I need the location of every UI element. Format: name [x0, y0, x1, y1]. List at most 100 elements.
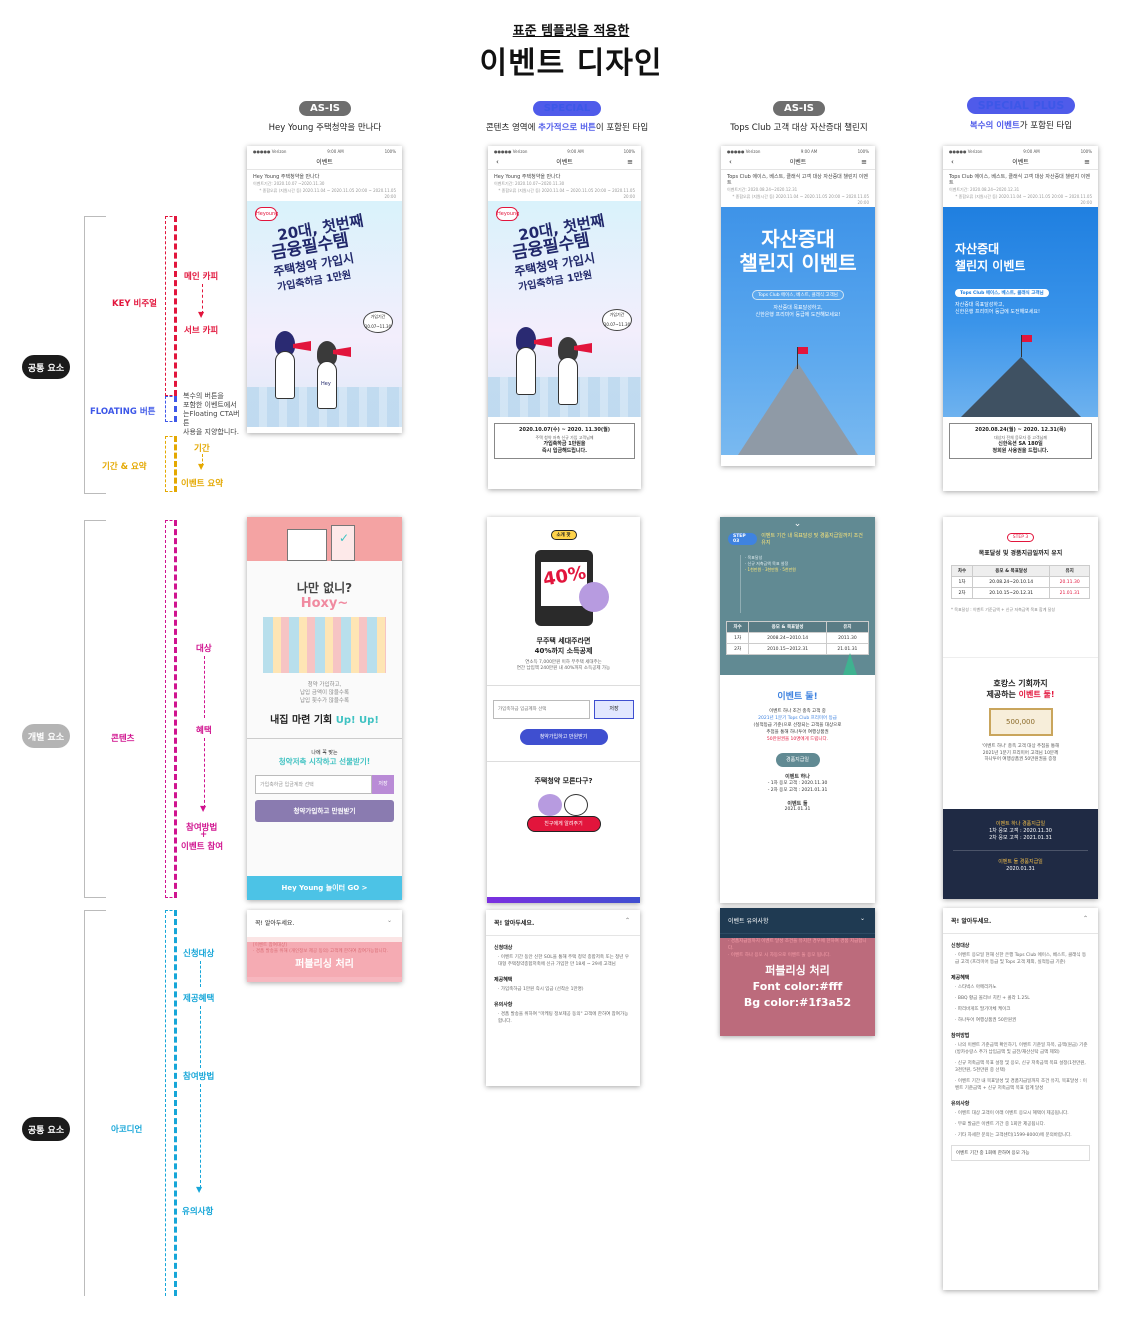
event-note: * 종합오류 (지원시간 등) 2020.11.04 ~ 2020.11.05 … — [259, 188, 396, 199]
accordion-text: · 이벤트 응모일 현재 신한 은행 Tops Club 에이스, 베스트, 클… — [955, 953, 1087, 965]
event-summary-box: 2020.08.24(월) ~ 2020. 12.31(목) 대상자 전체 응모… — [949, 423, 1092, 459]
column-description: 복수의 이벤트가 포함된 타입 — [969, 121, 1073, 131]
chevron-down-icon[interactable]: ⌄ — [859, 915, 865, 922]
menu-icon[interactable]: ≡ — [861, 158, 867, 166]
chevron-up-icon[interactable]: ⌃ — [1082, 915, 1088, 922]
period-text: 2020.10.07(수) ~ 2020. 11.30(월) — [518, 427, 610, 433]
summary-main: 즉시 입금해드립니다. — [541, 448, 588, 454]
column-description: Hey Young 주택청약을 만나다 — [268, 123, 382, 133]
event-date: 이벤트기간: 2020.10.07 ~2020.11.30 — [253, 181, 325, 186]
page-subtitle: 표준 템플릿을 적용한 — [512, 24, 630, 39]
house-illustration: ✓ — [247, 517, 402, 561]
flag-icon — [1022, 335, 1032, 342]
accordion-text: · 이벤트 기간 동안 신한 SOL을 통해 주택 청약 종합저축 또는 청년 … — [498, 955, 629, 967]
event-one-label: 이벤트 하나 — [785, 774, 810, 780]
event-title: Tops Club 에이스, 베스트, 클래식 고객 대상 자산증대 챌린지 이… — [727, 174, 868, 186]
accordion-header[interactable]: 꼭! 알아두세요.⌃ — [943, 908, 1098, 934]
share-button[interactable]: 친구에게 알려주기 — [526, 816, 601, 832]
person-illustration — [558, 357, 578, 405]
accordion-heyyoung-special: 꼭! 알아두세요.⌃ 신청대상 · 이벤트 기간 동안 신한 SOL을 통해 주… — [486, 910, 640, 1086]
target-headline-accent: Hoxy~ — [300, 596, 349, 611]
account-select[interactable]: 가입축하금 입금계좌 선택 — [493, 700, 590, 719]
save-button[interactable]: 저장 — [372, 775, 394, 794]
how-to-headline: 청약저축 시작하고 선물받기! — [278, 757, 371, 766]
prize-date-button[interactable]: 경품지급일 — [775, 753, 820, 767]
period-sticker: 가입기간 10.07~11.30 — [602, 309, 632, 331]
plus-label: + — [200, 830, 208, 840]
summary-sub: 대상자 전체 응모자 중 고객님께 — [994, 435, 1047, 440]
flag-icon — [798, 347, 808, 354]
section-tag: 소개 팟 — [550, 530, 577, 540]
target-label: 대상 — [196, 644, 212, 654]
join-button[interactable]: 청약가입하고 만원받기 — [255, 800, 394, 822]
arrow-line — [200, 1084, 201, 1188]
event-title: Hey Young 주택청약을 만나다 — [494, 174, 561, 180]
back-icon[interactable]: ‹ — [951, 158, 954, 166]
floating-cta-button[interactable]: Hey Young 놀이터 GO > — [247, 876, 402, 900]
accordion-text: · 나의 이벤트 기준금액 확인하기, 이벤트 기준일 자목, 금액(원금) 기… — [955, 1043, 1088, 1055]
arrow-line — [204, 656, 205, 718]
event-join-label: 이벤트 참여 — [181, 842, 224, 852]
group-bracket — [84, 520, 106, 898]
accordion-header[interactable]: 꼭! 알아두세요.⌄ — [255, 917, 392, 927]
accordion-text: · 파리바게뜨 딸기마체 케이크 — [955, 1007, 1011, 1012]
contents-bracket — [165, 520, 177, 898]
chevron-down-icon[interactable]: ⌄ — [793, 519, 802, 529]
menu-icon[interactable]: ≡ — [1084, 158, 1090, 166]
summary-main: 정회원 사용권을 드립니다. — [992, 448, 1049, 454]
arrow-down-icon: ▼ — [196, 1185, 203, 1194]
status-badge: AS-IS — [298, 101, 351, 116]
back-icon[interactable]: ‹ — [729, 158, 732, 166]
floating-button-label: FLOATING 버튼 — [90, 407, 156, 417]
town-illustration — [263, 617, 386, 673]
target-chip: Tops Club 에이스, 베스트, 클래식 고객님 — [752, 290, 844, 300]
accordion-text: · 무료 발급은 이벤트 기간 중 1회만 제공됩니다. — [955, 1122, 1046, 1127]
arrow-line — [204, 738, 205, 808]
column-head-asis-2: AS-IS Tops Club 고객 대상 자산증대 챌린지 — [714, 96, 884, 133]
benefit-headline: 40%까지 소득공제 — [534, 647, 593, 655]
content-heyyoung-asis: ✓ 나만 없니? Hoxy~ 청약 가입하고, 납입 금액이 많을수록 납입 횟… — [247, 517, 402, 900]
megaphone-icon — [574, 343, 592, 353]
how-to-label: 참여방법 — [186, 823, 218, 833]
brand-logo: Heyoung — [255, 207, 278, 221]
key-visual-poster: Heyoung 20대, 첫번째 금융필수템 주택청약 가입시 가입축하금 1만… — [488, 201, 641, 417]
period-sticker: 가입기간 10.07~11.30 — [363, 311, 393, 333]
event-date: 이벤트기간: 2020.08.24~2020.12.31 — [727, 187, 798, 192]
chevron-up-icon[interactable]: ⌃ — [624, 917, 630, 924]
question-headline: 주택청약 모른다구? — [534, 777, 593, 785]
prize-date-section: 이벤트 하나 경품지급일 1차 응모 고객 : 2020.11.30 2차 응모… — [943, 809, 1098, 899]
contents-label: 콘텐츠 — [111, 734, 135, 744]
content-topsclub-asis: ⌄ STEP 03 이벤트 기간 내 목표달성 및 경품지급일까지 조건 유지 … — [720, 517, 875, 903]
period-label: 기간 — [194, 444, 210, 454]
accordion-text: · 신규 저축금액 목표 설정 및 응모, 신규 저축금액 목표 설정(1천만원… — [955, 1061, 1086, 1073]
brand-logo: Heyoung — [496, 207, 519, 221]
arrow-line — [200, 961, 201, 987]
event-summary-label: 이벤트 요약 — [181, 479, 224, 489]
menu-icon[interactable]: ≡ — [627, 158, 633, 166]
join-button[interactable]: 청약가입하고 만원받기 — [519, 729, 608, 745]
group-bracket — [84, 910, 106, 1296]
chevron-down-icon[interactable]: ⌄ — [386, 917, 392, 924]
phone-illustration: 40% — [534, 550, 609, 626]
accordion-header[interactable]: 이벤트 유의사항⌄ — [720, 908, 875, 934]
accordion-header[interactable]: 꼭! 알아두세요.⌃ — [486, 910, 640, 936]
accordion-topsclub-special-plus: 꼭! 알아두세요.⌃ 신청대상 · 이벤트 응모일 현재 신한 은행 Tops … — [943, 908, 1098, 1290]
account-select[interactable]: 가입축하금 입금계좌 선택 — [255, 775, 372, 794]
back-icon[interactable]: ‹ — [496, 158, 499, 166]
how-to-sub: 나에 꼭 맞는 — [311, 750, 338, 756]
column-head-asis-1: AS-IS Hey Young 주택청약을 만나다 — [240, 96, 410, 133]
arrow-line — [200, 1006, 201, 1068]
save-button[interactable]: 저장 — [594, 700, 634, 719]
step-details: · 목표달성· 신규 저축금액 목표 설정· 1천만원 · 3천만원 · 5천만… — [740, 555, 867, 613]
summary-main: 신한옥션 SA 180일 — [998, 441, 1043, 447]
